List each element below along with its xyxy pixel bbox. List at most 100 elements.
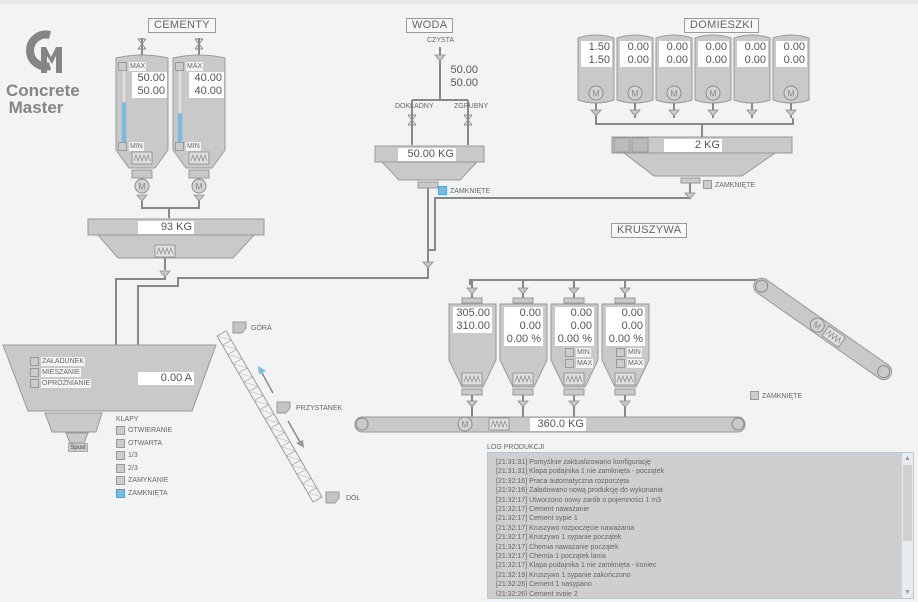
aggregate-actual: 310.00 — [453, 320, 492, 333]
flap-indicator — [116, 476, 125, 485]
admixture-tanks — [577, 34, 810, 118]
aggregate-valve-indicator — [750, 391, 759, 400]
cement-2-max-indicator — [175, 62, 184, 71]
log-title: LOG PRODUKCJI — [487, 444, 545, 451]
production-log[interactable]: [21:31:31] Pomyślnie zaktualizowano konf… — [487, 452, 914, 599]
cement-2-min-indicator — [175, 142, 184, 151]
aggregate-min-label: MIN — [576, 348, 591, 357]
title-strip — [0, 0, 918, 4]
admixture-target: 1.50 — [581, 41, 612, 54]
water-actual: 50.00 — [450, 77, 478, 89]
admixture-actual: 0.00 — [776, 54, 807, 67]
admixture-motor-icon — [666, 85, 682, 101]
log-entries: [21:31:31] Pomyślnie zaktualizowano konf… — [496, 458, 899, 596]
water-target: 50.00 — [450, 64, 478, 76]
skip-up-arrow-icon — [258, 366, 266, 374]
cement-2-actual: 40.00 — [189, 85, 224, 98]
flap-indicator — [116, 426, 125, 435]
cement-1-max-indicator — [118, 62, 127, 71]
admixture-valve-status: ZAMKNIĘTE — [715, 182, 756, 189]
cement-1-min-label: MIN — [129, 142, 144, 151]
aggregate-valve-status: ZAMKNIĘTE — [762, 393, 803, 400]
aggregate-target: 0.00 — [606, 307, 645, 320]
log-entry: [21:32:26] Cement 1 nasypano — [496, 581, 592, 589]
inclined-belt — [753, 277, 893, 381]
admixture-actual: 0.00 — [659, 54, 690, 67]
section-title-woda: WODA — [406, 18, 454, 33]
aggregate-percent: 0.00 % — [504, 333, 543, 346]
brand-line-2: Master — [8, 98, 64, 117]
aggregate-min-indicator — [616, 348, 625, 357]
mixer-current: 0.00 A — [138, 372, 194, 385]
flap-indicator — [116, 488, 125, 498]
aggregate-max-indicator — [616, 359, 625, 368]
cement-2-min-label: MIN — [186, 142, 201, 151]
water-fine-label: DOKŁADNY — [395, 103, 434, 110]
admixture-valve-indicator — [703, 180, 712, 189]
log-entry: [21:32:16] Załadowano nową produkcję do … — [496, 487, 663, 495]
brand-name: Concrete Master — [6, 81, 80, 117]
cement-2-max-label: MAX — [186, 62, 204, 71]
admixture-actual: 0.00 — [698, 54, 729, 67]
cement-scale-weight: 93 KG — [138, 221, 194, 234]
skip-stop-label: PRZYSTANEK — [296, 405, 343, 412]
flap-state-label: OTWARTA — [128, 439, 163, 447]
flap-state-label: ZAMYKANIE — [128, 477, 169, 484]
aggregate-bin — [499, 280, 548, 417]
flap-state-label: 1/3 — [128, 452, 138, 459]
admixture-actual: 1.50 — [581, 54, 612, 67]
skip-track — [216, 330, 323, 503]
log-entry: [21:32:17] Cement naważanie — [496, 506, 590, 514]
brand-line-1: Concrete — [6, 81, 80, 100]
log-entry: [21:31:31] Pomyślnie zaktualizowano konf… — [496, 459, 651, 466]
section-title-domieszki: DOMIESZKI — [684, 18, 760, 33]
cement-1-actual: 50.00 — [132, 85, 167, 98]
flap-state-label: OTWIERANIE — [128, 427, 173, 434]
skip-stop-marker — [276, 401, 291, 414]
water-coarse-label: ZGRUBNY — [454, 103, 489, 110]
log-scroll-thumb[interactable] — [903, 465, 912, 541]
flap-indicator — [116, 463, 125, 473]
section-title-cementy: CEMENTY — [148, 18, 216, 33]
aggregate-min-indicator — [565, 348, 574, 357]
log-entry: [21:31:31] Klapa podajnika 1 nie zamknię… — [496, 468, 665, 476]
log-entry: [21:32:17] Chemia naważanie początek — [496, 543, 619, 551]
scroll-down-icon[interactable]: ▼ — [904, 589, 911, 596]
aggregate-percent: 0.00 % — [606, 333, 645, 346]
admixture-motor-icon — [783, 85, 799, 101]
cement-2-target: 40.00 — [189, 72, 224, 85]
mixer-state-loading-indicator — [30, 357, 39, 366]
admixture-target: 0.00 — [659, 41, 690, 54]
aggregate-actual: 0.00 — [555, 320, 594, 333]
discharge-button[interactable]: Spust — [68, 443, 88, 452]
aggregate-target: 305.00 — [453, 307, 492, 320]
log-scrollbar[interactable]: ▲ ▼ — [902, 453, 913, 598]
log-entry: [21:32:16] Praca automatyczna rozpoczęta — [496, 477, 630, 485]
water-valve-indicator — [438, 186, 447, 195]
mixer-state-mixing-indicator — [30, 368, 39, 377]
aggregate-actual: 0.00 — [504, 320, 543, 333]
skip-bottom-marker — [325, 491, 340, 504]
admixture-mixer-icon — [613, 137, 631, 153]
logo-icon — [26, 30, 62, 73]
log-entry: [21:32:26] Cement sypie 2 — [496, 590, 578, 596]
flap-indicator — [116, 451, 125, 460]
aggregate-belt-weight: 360.0 KG — [530, 418, 586, 431]
log-entry: [21:32:17] Cement sypie 1 — [496, 515, 578, 523]
flap-state-label: ZAMKNIĘTA — [128, 489, 168, 497]
cement-1-min-indicator — [118, 142, 127, 151]
flap-indicator — [116, 438, 125, 448]
log-entry: [21:32:17] Chemia 1 początek lania — [496, 553, 606, 561]
log-entry: [21:32:17] Klapa podajnika 1 nie zamknię… — [496, 562, 657, 570]
admixture-actual: 0.00 — [620, 54, 651, 67]
admixture-pump-icon — [631, 137, 649, 153]
belt-motor-icon — [457, 416, 473, 432]
flaps-title: KLAPY — [116, 416, 139, 423]
scroll-up-icon[interactable]: ▲ — [904, 455, 911, 462]
aggregate-percent: 0.00 % — [555, 333, 594, 346]
admixture-target: 0.00 — [620, 41, 651, 54]
log-entry: [21:32:19] Kruszywo 1 sypanie zakończono — [496, 571, 631, 579]
mixer-state-emptying: OPRÓŻNIANIE — [41, 379, 92, 388]
aggregate-min-label: MIN — [627, 348, 642, 357]
cement-1-target: 50.00 — [132, 72, 167, 85]
